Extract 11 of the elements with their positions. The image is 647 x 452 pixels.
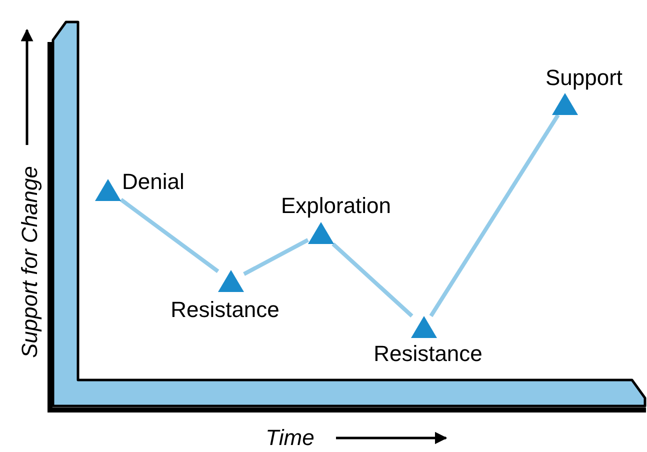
point-label: Resistance [374,343,482,365]
connector-line [429,114,560,318]
connector-line [243,238,309,276]
x-axis-label: Time [266,427,314,449]
point-label: Exploration [280,195,392,217]
point-label: Resistance [170,299,280,321]
point-label: Denial [122,171,184,193]
y-axis-label: Support for Change [19,166,41,358]
point-label: Support [545,67,623,89]
connector-line [120,198,220,273]
connector-line [332,242,414,318]
